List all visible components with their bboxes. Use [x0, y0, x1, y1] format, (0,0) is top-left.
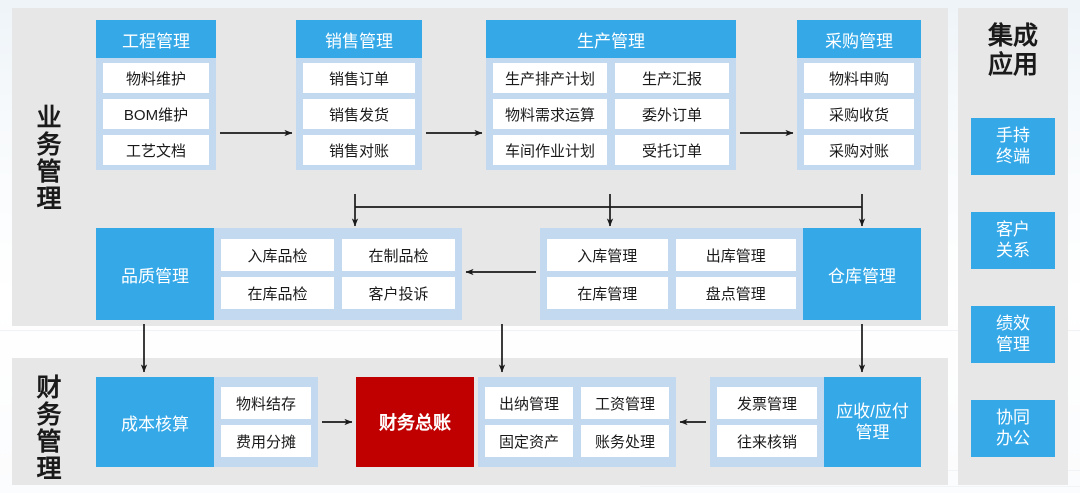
module-item[interactable]: 固定资产: [485, 425, 573, 457]
module-engineering[interactable]: 工程管理 物料维护 BOM维护 工艺文档: [96, 20, 216, 170]
module-body-sales: 销售订单 销售发货 销售对账: [296, 58, 422, 170]
module-header-purchase: 采购管理: [797, 20, 921, 58]
module-general-ledger[interactable]: 财务总账: [356, 377, 474, 467]
app-tile-line: 终端: [996, 146, 1030, 166]
module-item[interactable]: 在制品检: [342, 239, 455, 271]
header-line: 应收/应付: [836, 401, 909, 421]
module-item[interactable]: BOM维护: [103, 99, 209, 129]
module-body-cost-accounting: 物料结存 费用分摊: [214, 377, 318, 467]
module-production[interactable]: 生产管理 生产排产计划 生产汇报 物料需求运算 委外订单 车间作业计划 受托订单: [486, 20, 736, 170]
integrated-apps-title: 集成 应用: [958, 22, 1068, 79]
label-char: 务: [36, 131, 62, 159]
module-body-purchase: 物料申购 采购收货 采购对账: [797, 58, 921, 170]
module-body-quality: 入库品检 在制品检 在库品检 客户投诉: [214, 228, 462, 320]
label-char: 业: [36, 104, 62, 132]
module-sales[interactable]: 销售管理 销售订单 销售发货 销售对账: [296, 20, 422, 170]
module-item[interactable]: 工艺文档: [103, 135, 209, 165]
label-char: 理: [36, 185, 62, 213]
module-body-finance-operations: 出纳管理 工资管理 固定资产 账务处理: [478, 377, 676, 467]
finance-management-label: 财 务 管 理: [32, 375, 66, 483]
label-char: 务: [36, 401, 62, 429]
module-item[interactable]: 销售对账: [303, 135, 415, 165]
module-body-receivable-payable: 发票管理 往来核销: [710, 377, 824, 467]
app-tile-line: 关系: [996, 240, 1030, 260]
title-line: 应用: [987, 50, 1038, 79]
module-item[interactable]: 出库管理: [675, 239, 796, 271]
module-item[interactable]: 物料申购: [804, 63, 914, 93]
module-header-receivable-payable: 应收/应付 管理: [824, 377, 921, 467]
app-tile-line: 手持: [996, 126, 1030, 146]
module-header-engineering: 工程管理: [96, 20, 216, 58]
module-item[interactable]: 发票管理: [717, 387, 817, 419]
module-item[interactable]: 盘点管理: [675, 277, 796, 309]
module-body-warehouse: 入库管理 出库管理 在库管理 盘点管理: [540, 228, 803, 320]
module-item[interactable]: 生产排产计划: [493, 63, 607, 93]
module-finance-operations[interactable]: 出纳管理 工资管理 固定资产 账务处理: [478, 377, 676, 467]
title-line: 集成: [987, 22, 1038, 50]
module-item[interactable]: 工资管理: [581, 387, 669, 419]
module-item[interactable]: 受托订单: [615, 135, 729, 165]
label-char: 管: [36, 428, 62, 456]
module-body-production: 生产排产计划 生产汇报 物料需求运算 委外订单 车间作业计划 受托订单: [486, 58, 736, 170]
module-body-engineering: 物料维护 BOM维护 工艺文档: [96, 58, 216, 170]
module-item[interactable]: 销售发货: [303, 99, 415, 129]
module-quality[interactable]: 品质管理 入库品检 在制品检 在库品检 客户投诉: [96, 228, 462, 320]
module-header-warehouse: 仓库管理: [803, 228, 921, 320]
module-item[interactable]: 在库管理: [547, 277, 668, 309]
module-item[interactable]: 出纳管理: [485, 387, 573, 419]
app-tile-line: 客户: [996, 220, 1030, 240]
module-item[interactable]: 销售订单: [303, 63, 415, 93]
module-header-production: 生产管理: [486, 20, 736, 58]
label-char: 理: [36, 455, 62, 483]
app-tile-line: 绩效: [996, 314, 1030, 334]
module-item[interactable]: 采购对账: [804, 135, 914, 165]
app-tile-customer-relations[interactable]: 客户 关系: [971, 212, 1055, 269]
module-item[interactable]: 车间作业计划: [493, 135, 607, 165]
app-tile-collaborative-office[interactable]: 协同 办公: [971, 400, 1055, 457]
module-warehouse[interactable]: 入库管理 出库管理 在库管理 盘点管理 仓库管理: [540, 228, 921, 320]
label-char: 管: [36, 158, 62, 186]
module-item[interactable]: 物料维护: [103, 63, 209, 93]
module-item[interactable]: 物料结存: [221, 387, 311, 419]
module-header-sales: 销售管理: [296, 20, 422, 58]
module-item[interactable]: 账务处理: [581, 425, 669, 457]
app-tile-line: 办公: [996, 428, 1030, 448]
module-purchase[interactable]: 采购管理 物料申购 采购收货 采购对账: [797, 20, 921, 170]
header-line: 管理: [855, 423, 890, 442]
app-tile-performance-management[interactable]: 绩效 管理: [971, 306, 1055, 363]
module-item[interactable]: 客户投诉: [342, 277, 455, 309]
module-header-quality: 品质管理: [96, 228, 214, 320]
label-char: 财: [36, 374, 62, 402]
module-item[interactable]: 生产汇报: [615, 63, 729, 93]
app-tile-line: 管理: [996, 334, 1030, 354]
app-tile-line: 协同: [996, 408, 1030, 428]
module-receivable-payable[interactable]: 发票管理 往来核销 应收/应付 管理: [710, 377, 921, 467]
business-management-label: 业 务 管 理: [32, 105, 66, 213]
module-item[interactable]: 采购收货: [804, 99, 914, 129]
app-tile-handheld-terminal[interactable]: 手持 终端: [971, 118, 1055, 175]
module-header-cost-accounting: 成本核算: [96, 377, 214, 467]
module-item[interactable]: 费用分摊: [221, 425, 311, 457]
module-item[interactable]: 往来核销: [717, 425, 817, 457]
module-item[interactable]: 物料需求运算: [493, 99, 607, 129]
module-item[interactable]: 委外订单: [615, 99, 729, 129]
module-item[interactable]: 在库品检: [221, 277, 334, 309]
module-item[interactable]: 入库管理: [547, 239, 668, 271]
module-cost-accounting[interactable]: 成本核算 物料结存 费用分摊: [96, 377, 318, 467]
module-item[interactable]: 入库品检: [221, 239, 334, 271]
